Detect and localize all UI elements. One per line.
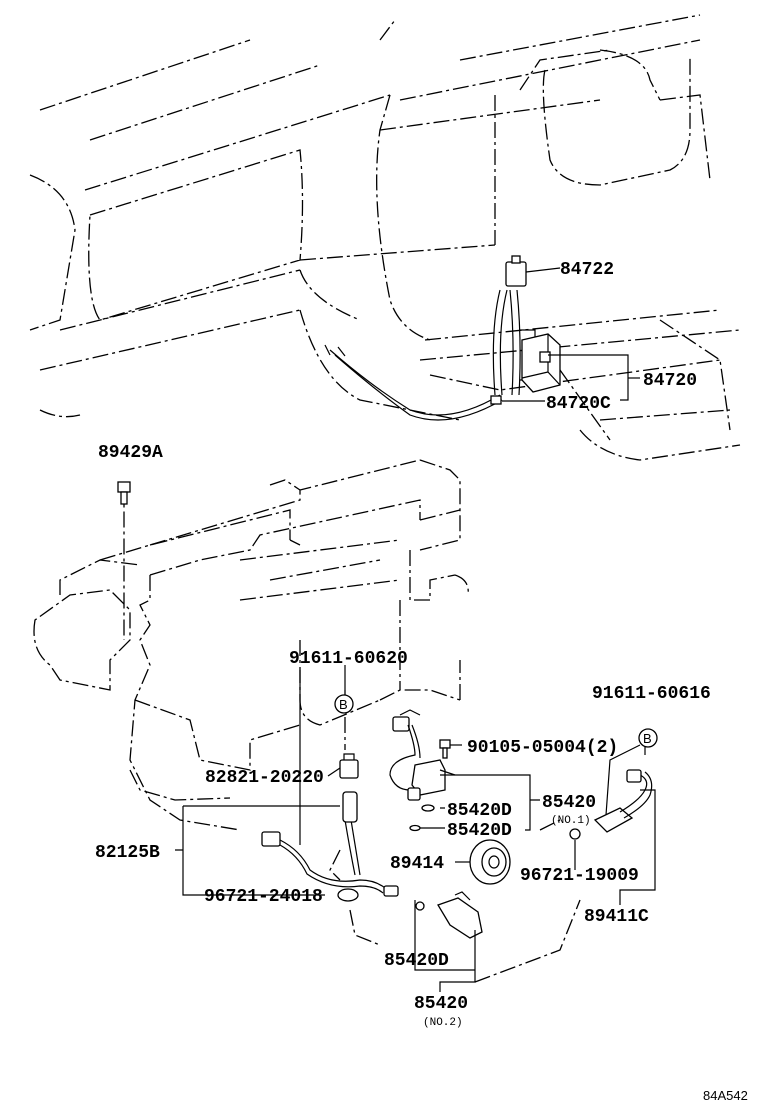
bolt-icon	[117, 481, 131, 505]
sensor-icon	[505, 255, 527, 287]
reference-marker-b: B	[638, 728, 658, 748]
part-label-89429a: 89429A	[98, 443, 163, 463]
part-label-85420d-a: 85420D	[447, 801, 512, 821]
part-label-84720c: 84720C	[546, 394, 611, 414]
bolt-icon	[490, 395, 502, 405]
part-label-85420-no2: 85420	[414, 994, 468, 1014]
harness-icon	[324, 289, 536, 421]
part-label-96721-24018: 96721-24018	[204, 887, 323, 907]
svg-text:B: B	[643, 731, 652, 746]
body-outline-icon	[29, 14, 741, 461]
part-label-89414: 89414	[390, 854, 444, 874]
part-label-91611-60620: 91611-60620	[289, 649, 408, 669]
bracket-icon	[389, 709, 456, 832]
part-label-90105-05004: 90105-05004(2)	[467, 738, 618, 758]
part-note-no1: (NO.1)	[551, 815, 591, 827]
part-label-82821-20220: 82821-20220	[205, 768, 324, 788]
part-label-96721-19009: 96721-19009	[520, 866, 639, 886]
sensor-icon	[469, 839, 511, 885]
part-label-84722: 84722	[560, 260, 614, 280]
part-label-82125b: 82125B	[95, 843, 160, 863]
part-label-84720: 84720	[643, 371, 697, 391]
connector-icon	[521, 333, 561, 393]
part-label-85420-no1: 85420	[542, 793, 596, 813]
sensor-icon	[569, 769, 653, 840]
harness-icon	[261, 791, 399, 902]
part-note-no2: (NO.2)	[423, 1017, 463, 1029]
part-label-89411c: 89411C	[584, 907, 649, 927]
bolt-icon	[439, 739, 451, 759]
part-label-91611-60616: 91611-60616	[592, 684, 711, 704]
part-label-85420d-b: 85420D	[447, 821, 512, 841]
reference-marker-b: B	[334, 694, 354, 714]
connector-icon	[339, 753, 359, 779]
sensor-icon	[415, 891, 483, 939]
part-label-85420d-c: 85420D	[384, 951, 449, 971]
svg-text:B: B	[339, 697, 348, 712]
diagram-reference-code: 84A542	[703, 1088, 748, 1103]
